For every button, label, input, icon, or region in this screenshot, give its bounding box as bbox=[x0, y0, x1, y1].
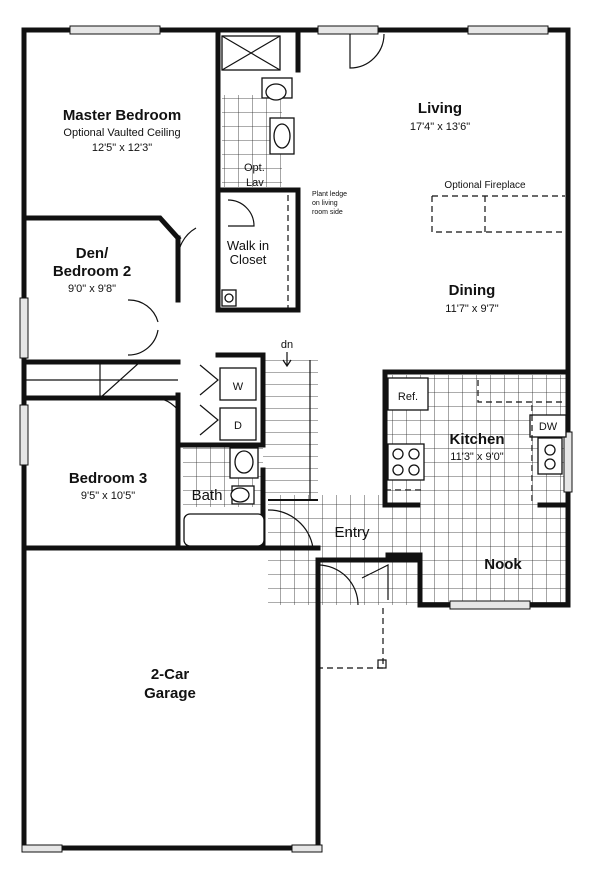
living-label: Living bbox=[418, 100, 462, 117]
bedroom3-size: 9'5" x 10'5" bbox=[81, 490, 135, 502]
dining-size: 11'7" x 9'7" bbox=[445, 303, 498, 315]
master-bedroom-size: 12'5" x 12'3" bbox=[92, 142, 152, 154]
washer-label: W bbox=[233, 381, 244, 393]
living-size: 17'4" x 13'6" bbox=[410, 121, 470, 133]
den-size: 9'0" x 9'8" bbox=[68, 283, 116, 295]
dryer-label: D bbox=[234, 420, 242, 432]
kitchen-size: 11'3" x 9'0" bbox=[450, 451, 503, 463]
refrigerator-label: Ref. bbox=[398, 391, 418, 403]
walk-in-closet-line2: Closet bbox=[230, 252, 267, 267]
dishwasher-label: DW bbox=[539, 421, 558, 433]
master-bedroom-label: Master Bedroom bbox=[63, 107, 181, 124]
dashed-features bbox=[24, 195, 565, 669]
stairs-down-label: dn bbox=[281, 339, 293, 351]
kitchen-label: Kitchen bbox=[449, 431, 504, 448]
nook-label: Nook bbox=[484, 556, 522, 573]
plant-ledge-line2: on living bbox=[312, 200, 338, 207]
garage-label-line1: 2-Car bbox=[151, 666, 190, 683]
plant-ledge-line1: Plant ledge bbox=[312, 191, 347, 198]
windows bbox=[19, 25, 573, 853]
den-label-line1: Den/ bbox=[76, 245, 109, 262]
opt-lav-line1: Opt. bbox=[244, 162, 265, 174]
fixtures bbox=[183, 35, 567, 547]
garage-label-line2: Garage bbox=[144, 685, 196, 702]
den-label-line2: Bedroom 2 bbox=[53, 263, 131, 280]
doors bbox=[127, 33, 389, 606]
master-bedroom-note: Optional Vaulted Ceiling bbox=[63, 127, 180, 139]
bedroom3-label: Bedroom 3 bbox=[69, 470, 147, 487]
plant-ledge-line3: room side bbox=[312, 209, 343, 216]
dining-label: Dining bbox=[449, 282, 496, 299]
bath-label: Bath bbox=[192, 487, 223, 504]
optional-fireplace-label: Optional Fireplace bbox=[444, 180, 526, 191]
entry-label: Entry bbox=[334, 524, 370, 541]
stair-arrow bbox=[282, 352, 292, 368]
walk-in-closet-line1: Walk in bbox=[227, 238, 269, 253]
opt-lav-line2: Lav bbox=[246, 177, 264, 189]
room-labels: Master Bedroom Optional Vaulted Ceiling … bbox=[53, 100, 558, 702]
